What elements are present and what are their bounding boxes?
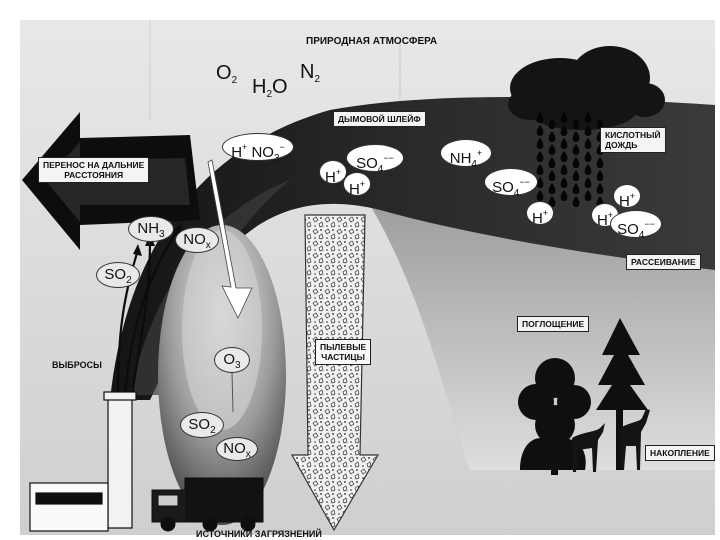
- rain-drop: [560, 138, 568, 149]
- o2-label: O2: [216, 62, 238, 86]
- rain-drop: [572, 144, 580, 155]
- accumulation-label: НАКОПЛЕНИЕ: [645, 445, 715, 461]
- rain-drop: [572, 183, 580, 194]
- plume-label: ДЫМОВОЙ ШЛЕЙФ: [333, 111, 426, 127]
- so4-rain-oval: SO4−−: [610, 210, 662, 241]
- dispersion-label: РАССЕИВАНИЕ: [626, 254, 701, 270]
- storm-cloud: [508, 46, 665, 130]
- nh3-oval: NH3: [128, 216, 174, 242]
- rain-drop: [572, 170, 580, 181]
- rain-drop: [584, 138, 592, 149]
- rain-drop: [536, 125, 544, 136]
- rain-drop: [560, 151, 568, 162]
- absorption-label: ПОГЛОЩЕНИЕ: [517, 316, 590, 332]
- nh4-oval: NH4+: [440, 139, 492, 170]
- rain-drop: [536, 138, 544, 149]
- rain-drop: [584, 112, 592, 123]
- nox-top-oval: NOx: [175, 227, 219, 253]
- rain-drop: [536, 177, 544, 188]
- rain-drop: [572, 196, 580, 207]
- rain-drop: [584, 177, 592, 188]
- long-range-transport-label: ПЕРЕНОС НА ДАЛЬНИЕ РАССТОЯНИЯ: [38, 157, 150, 183]
- forest-silhouettes: [518, 318, 648, 475]
- factory-building: [29, 482, 109, 532]
- rain-drop: [548, 131, 556, 142]
- descending-arrow: [207, 159, 253, 319]
- rain-drop: [548, 170, 556, 181]
- rain-drop: [572, 157, 580, 168]
- so2-top-oval: SO2: [96, 262, 140, 288]
- rain-drop: [584, 164, 592, 175]
- rain-drop: [584, 125, 592, 136]
- chimney: [103, 391, 137, 529]
- rain-drop: [560, 112, 568, 123]
- rain-drop: [584, 151, 592, 162]
- rain-drop: [584, 190, 592, 201]
- nox-bottom-oval: NOx: [216, 437, 258, 461]
- rain-drop: [596, 157, 604, 168]
- h-plus-left-top-oval: H+: [319, 160, 347, 186]
- n2-label: N2: [300, 61, 321, 85]
- deer-silhouettes: [572, 409, 650, 472]
- rain-drop: [560, 190, 568, 201]
- so4-center-oval: SO4−−: [346, 144, 404, 175]
- rain-drop: [572, 118, 580, 129]
- acid-rain-label: КИСЛОТНЫЙ ДОЖДЬ: [600, 127, 666, 153]
- h-plus-right-oval: H+: [526, 201, 554, 227]
- h-plus-left-bottom-oval: H+: [343, 172, 371, 198]
- rain-drop: [536, 190, 544, 201]
- rain-drop: [596, 170, 604, 181]
- h-plus-rain-top-oval: H+: [613, 184, 641, 210]
- rain-drop: [560, 125, 568, 136]
- rain-drop: [560, 177, 568, 188]
- so4-right-oval: SO4−−: [484, 168, 538, 199]
- pollution-sources-label: ИСТОЧНИКИ ЗАГРЯЗНЕНИЙ: [196, 529, 322, 539]
- acid-rain-drops: [536, 112, 604, 207]
- so2-bottom-oval: SO2: [180, 412, 224, 438]
- truck: [151, 477, 264, 532]
- dust-arrow: [290, 214, 380, 532]
- rain-drop: [536, 112, 544, 123]
- rain-drop: [560, 164, 568, 175]
- rain-drop: [548, 157, 556, 168]
- rain-drop: [536, 164, 544, 175]
- rain-drop: [536, 151, 544, 162]
- dust-particles-label: ПЫЛЕВЫЕ ЧАСТИЦЫ: [315, 339, 372, 365]
- h2o-label: H2O: [252, 76, 288, 100]
- rain-drop: [548, 144, 556, 155]
- diagram-title: ПРИРОДНАЯ АТМОСФЕРА: [306, 36, 438, 47]
- o3-oval: O3: [214, 347, 250, 373]
- rain-drop: [596, 118, 604, 129]
- rain-drop: [548, 118, 556, 129]
- rain-drop: [548, 183, 556, 194]
- emissions-label: ВЫБРОСЫ: [52, 360, 102, 370]
- h-no3-oval: H+ NO3−: [222, 133, 294, 164]
- rain-drop: [596, 183, 604, 194]
- rain-drop: [572, 131, 580, 142]
